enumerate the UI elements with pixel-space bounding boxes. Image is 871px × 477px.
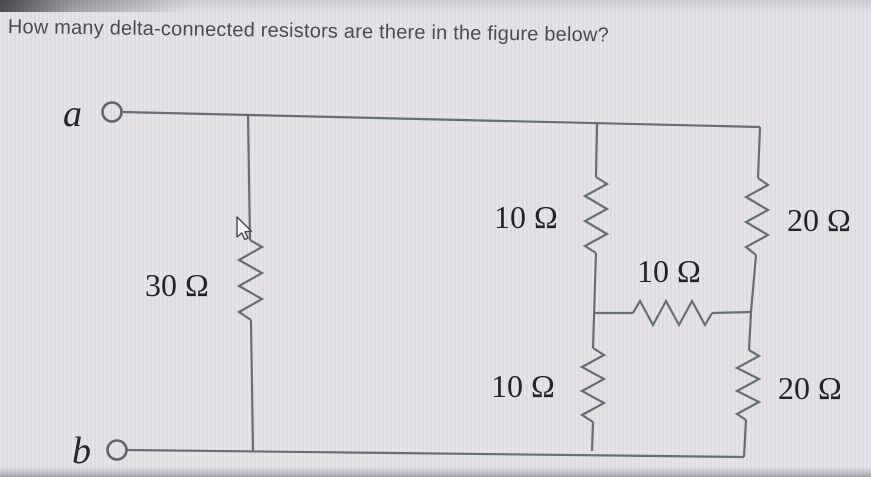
terminal-b: b bbox=[72, 430, 128, 472]
wire-bottom-rail bbox=[126, 448, 745, 459]
resistor-symbol-10ohm-mid bbox=[632, 298, 713, 328]
wire-30ohm-upper bbox=[246, 113, 252, 241]
terminal-b-node bbox=[106, 439, 128, 461]
wire-top-rail bbox=[121, 110, 761, 129]
terminal-a: a bbox=[63, 93, 123, 135]
resistor-label-20ohm-top: 20 Ω bbox=[787, 202, 851, 238]
resistor-label-10ohm-mid: 10 Ω bbox=[637, 253, 701, 289]
terminal-a-node bbox=[101, 101, 123, 123]
branch-right: 20 Ω 20 Ω bbox=[734, 126, 851, 458]
branch-middle: 10 Ω 10 Ω bbox=[491, 122, 610, 452]
resistor-symbol-10ohm-top bbox=[582, 176, 610, 254]
wire-30ohm-lower bbox=[249, 319, 255, 452]
wire-hbranch-right bbox=[711, 310, 752, 315]
wire-mid-lower bbox=[590, 421, 595, 452]
terminal-a-label: a bbox=[63, 93, 82, 135]
wire-mid-upper bbox=[594, 122, 599, 178]
resistor-label-10ohm-top: 10 Ω bbox=[494, 199, 558, 235]
resistor-label-30ohm: 30 Ω bbox=[145, 267, 209, 303]
wire-right-upper bbox=[756, 126, 762, 179]
terminal-b-label: b bbox=[72, 430, 91, 472]
resistor-symbol-30ohm bbox=[236, 239, 265, 321]
branch-horizontal: 10 Ω bbox=[594, 253, 752, 328]
resistor-symbol-10ohm-bottom bbox=[579, 347, 607, 423]
wire-mid-center bbox=[591, 252, 598, 349]
wire-right-lower bbox=[742, 419, 748, 458]
mouse-cursor-icon bbox=[236, 216, 253, 241]
wire-right-center bbox=[747, 254, 758, 351]
resistor-symbol-20ohm-bottom bbox=[734, 349, 762, 421]
resistor-label-10ohm-bottom: 10 Ω bbox=[491, 368, 555, 404]
resistor-symbol-20ohm-top bbox=[743, 177, 771, 256]
resistor-label-20ohm-bottom: 20 Ω bbox=[778, 370, 842, 406]
branch-30ohm: 30 Ω bbox=[145, 113, 265, 452]
